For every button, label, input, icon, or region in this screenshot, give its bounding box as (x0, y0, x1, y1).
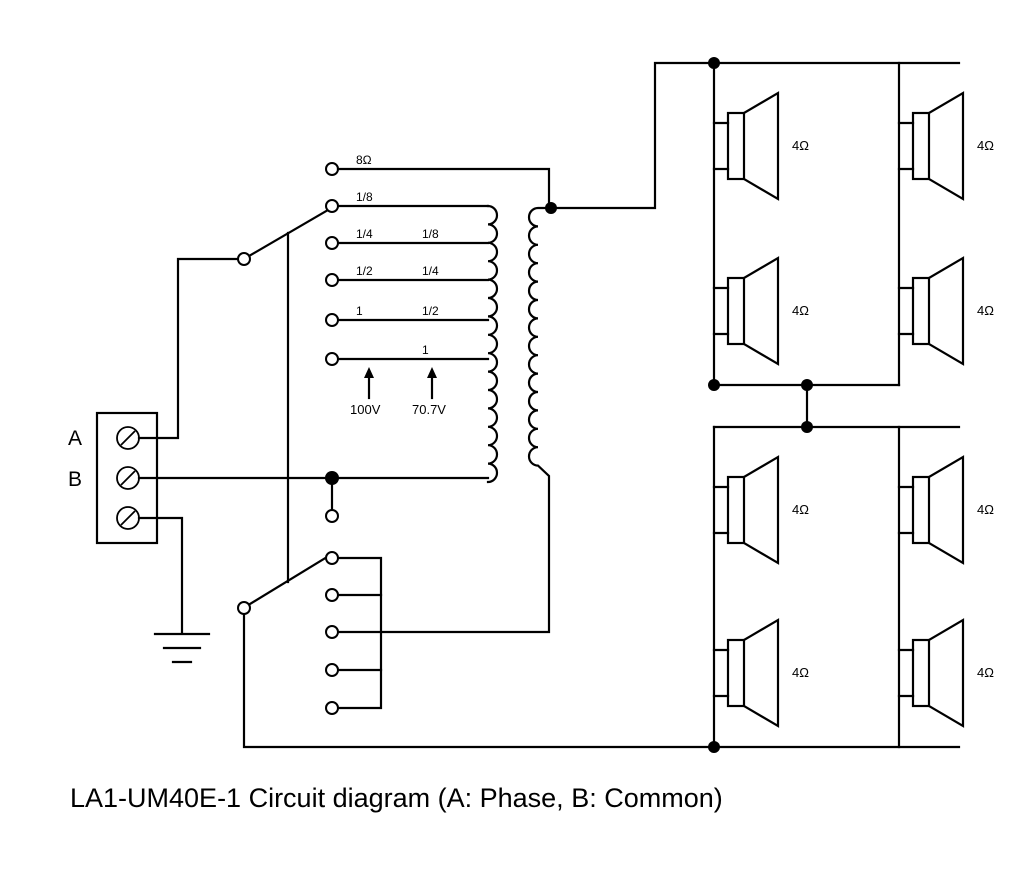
lower-terminal-4 (325, 663, 339, 677)
primary-winding (486, 204, 499, 484)
tap-terminal-2 (325, 236, 339, 250)
speaker-6: 4Ω (897, 455, 994, 565)
speaker-5: 4Ω (712, 455, 809, 565)
lower-switch-pivot (237, 601, 251, 615)
tap-terminal-5 (325, 352, 339, 366)
speaker-7: 4Ω (712, 618, 809, 728)
tap-terminal-3 (325, 273, 339, 287)
terminal-label-a: A (68, 427, 82, 450)
arrow-70v (427, 367, 437, 400)
speaker-impedance-label: 4Ω (792, 665, 809, 680)
speaker-3: 4Ω (712, 256, 809, 366)
speaker-impedance-label: 4Ω (977, 502, 994, 517)
tap-label-100v-3: 1/2 (356, 264, 373, 278)
speaker-impedance-label: 4Ω (792, 303, 809, 318)
screw-terminal-a (116, 426, 140, 450)
lower-terminal-2 (325, 588, 339, 602)
lower-switch-bus (336, 556, 383, 710)
wire-secondary-to-speakers (547, 61, 961, 210)
voltage-label-70v: 70.7V (412, 402, 446, 417)
junction-node-top (708, 57, 720, 69)
ground-symbol (137, 516, 211, 664)
tap-label-70v-1: 1/8 (422, 227, 439, 241)
tap-terminal-1 (325, 199, 339, 213)
speaker-impedance-label: 4Ω (977, 303, 994, 318)
junction-node-secondary (545, 202, 557, 214)
junction-node-upper-bank (708, 379, 720, 391)
screw-terminal-b (116, 466, 140, 490)
terminal-label-b: B (68, 468, 82, 491)
tap-label-100v-1: 1/8 (356, 190, 373, 204)
tap-label-100v-2: 1/4 (356, 227, 373, 241)
speaker-2: 4Ω (897, 91, 994, 201)
speaker-impedance-label: 4Ω (792, 502, 809, 517)
diagram-caption: LA1-UM40E-1 Circuit diagram (A: Phase, B… (70, 783, 723, 813)
junction-node-bank-link-1 (801, 379, 813, 391)
speaker-impedance-label: 4Ω (977, 138, 994, 153)
lower-terminal-1 (325, 551, 339, 565)
wire-lower-switch-to-speakers (242, 612, 961, 749)
voltage-label-100v: 100V (350, 402, 381, 417)
tap-label-100v-4: 1 (356, 304, 363, 318)
lower-terminal-3 (325, 625, 339, 639)
lower-switch-blade (248, 555, 329, 606)
tap-terminal-8ohm (325, 162, 339, 176)
tap-terminal-4 (325, 313, 339, 327)
wire-8ohm-output (336, 167, 551, 210)
tap-label-8ohm: 8Ω (356, 153, 372, 167)
speaker-1: 4Ω (712, 91, 809, 201)
junction-node-common (325, 471, 339, 485)
arrow-100v (364, 367, 374, 400)
speaker-impedance-label: 4Ω (977, 665, 994, 680)
speaker-4: 4Ω (897, 256, 994, 366)
junction-node-bottom (708, 741, 720, 753)
speaker-impedance-label: 4Ω (792, 138, 809, 153)
speakers: 4Ω 4Ω 4Ω 4Ω 4Ω 4Ω 4Ω 4Ω (712, 91, 994, 728)
secondary-winding (330, 206, 551, 634)
tap-label-70v-2: 1/4 (422, 264, 439, 278)
speaker-array-wiring (712, 61, 961, 749)
lower-terminal-5 (325, 701, 339, 715)
wire-a-to-switch (137, 257, 240, 440)
tap-label-70v-3: 1/2 (422, 304, 439, 318)
upper-switch-pivot (237, 252, 251, 266)
speaker-8: 4Ω (897, 618, 994, 728)
junction-node-bank-link-2 (801, 421, 813, 433)
screw-terminal-ground (116, 506, 140, 530)
tap-label-70v-4: 1 (422, 343, 429, 357)
lower-switch-top-terminal (325, 509, 339, 523)
